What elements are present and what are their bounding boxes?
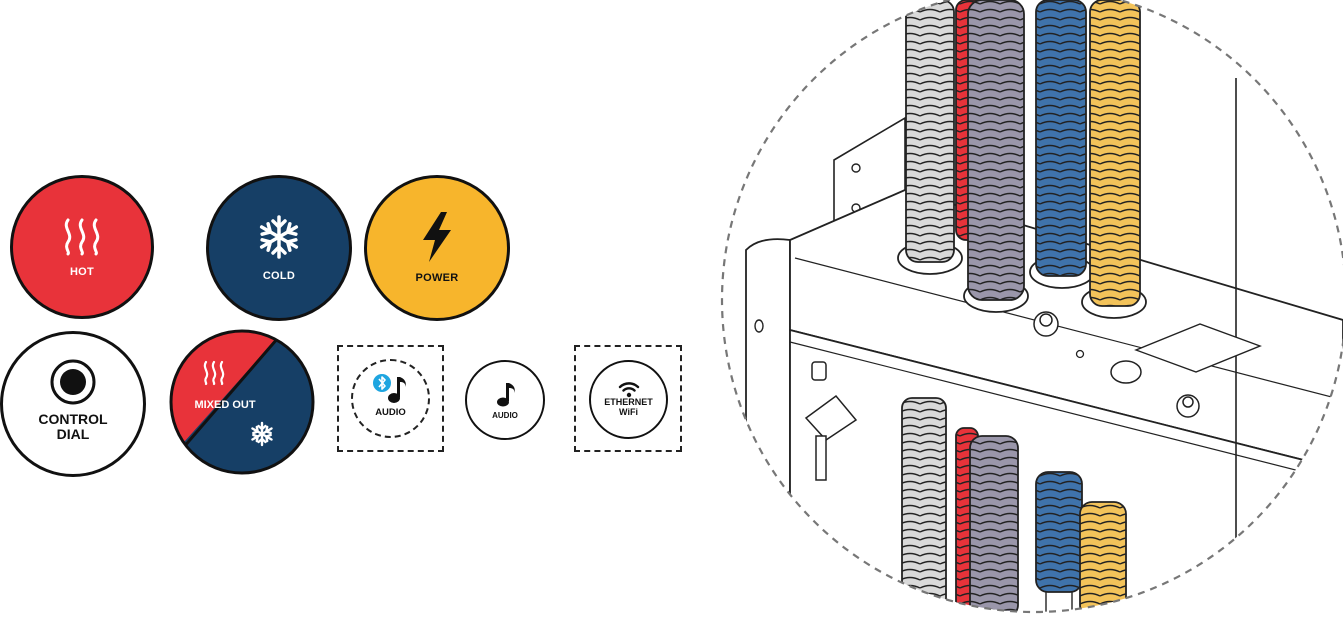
bt-audio-label: AUDIO [375, 407, 406, 418]
audio-label: AUDIO [492, 410, 518, 420]
control-dial-badge: CONTROL DIAL [0, 331, 146, 477]
cold-label: COLD [262, 270, 296, 282]
bluetooth-music-note-icon [372, 374, 406, 403]
lower-pipes [901, 397, 1127, 612]
control-label-line2: DIAL [56, 426, 90, 442]
upper-pipes [905, 0, 1141, 307]
network-box: ETHERNET WiFi [574, 345, 682, 452]
dial-knob-icon [50, 359, 96, 405]
mixed-out-label: MIXED OUT [194, 399, 256, 411]
control-label-line1: CONTROL [38, 410, 108, 427]
power-badge: POWER [364, 175, 510, 321]
power-label: POWER [415, 272, 459, 284]
mixed-heat-icon [203, 360, 225, 386]
hot-label: HOT [69, 266, 95, 278]
mixed-out-badge: MIXED OUT [168, 328, 316, 476]
hot-badge: HOT [10, 175, 154, 319]
bt-audio-box: AUDIO [337, 345, 444, 452]
snowflake-icon [256, 215, 302, 259]
detail-content [745, 0, 1343, 612]
network-badge: ETHERNET WiFi [589, 360, 668, 439]
detail-magnifier-outline [720, 0, 1343, 614]
network-label-line2: WiFi [619, 406, 638, 417]
network-label-line1: ETHERNET [604, 397, 653, 408]
wifi-icon [618, 382, 639, 398]
heat-waves-icon [64, 218, 100, 256]
mixed-snowflake-icon [249, 421, 275, 447]
lightning-bolt-icon [423, 212, 451, 262]
cold-badge: COLD [206, 175, 352, 321]
audio-badge: AUDIO [465, 360, 545, 440]
music-note-icon [497, 382, 515, 406]
bt-audio-badge: AUDIO [351, 359, 430, 438]
